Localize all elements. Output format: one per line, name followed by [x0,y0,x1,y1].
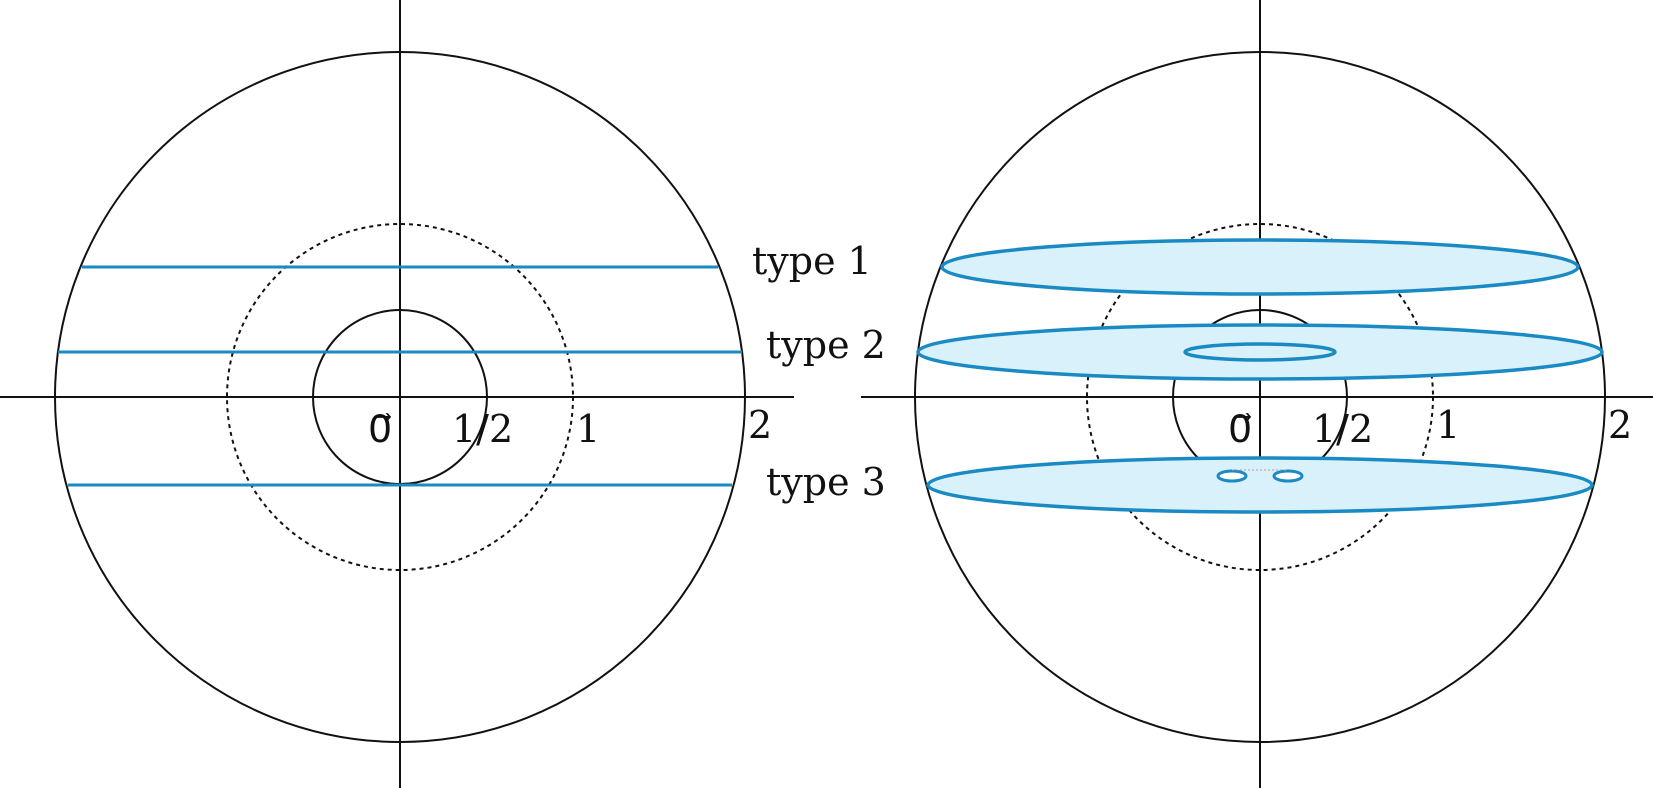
right-type3-hole-right [1272,469,1304,483]
right-panel: 0⃗ 1/2 1 2 [861,0,1653,788]
type2-label: type 2 [766,323,886,367]
right-one-label: 1 [1436,403,1460,447]
type1-label: type 1 [752,239,872,283]
right-dashed-circle [1086,223,1434,571]
right-type2-hole [1183,342,1337,362]
left-two-label: 2 [748,403,772,447]
left-half-label: 1/2 [452,407,513,451]
right-type3-disk [926,456,1594,514]
right-type3-hole-left [1216,469,1248,483]
right-type1-disk [940,238,1580,296]
right-two-label: 2 [1608,403,1632,447]
left-origin-label: 0⃗ [368,407,392,451]
left-panel: 0⃗ 1/2 1 2 [0,0,794,788]
type3-label: type 3 [766,460,886,504]
right-half-label: 1/2 [1312,407,1373,451]
left-outer-circle [54,51,746,743]
right-outer-circle [914,51,1606,743]
right-origin-label: 0⃗ [1228,407,1252,451]
left-one-label: 1 [576,407,600,451]
left-dashed-circle [226,223,574,571]
